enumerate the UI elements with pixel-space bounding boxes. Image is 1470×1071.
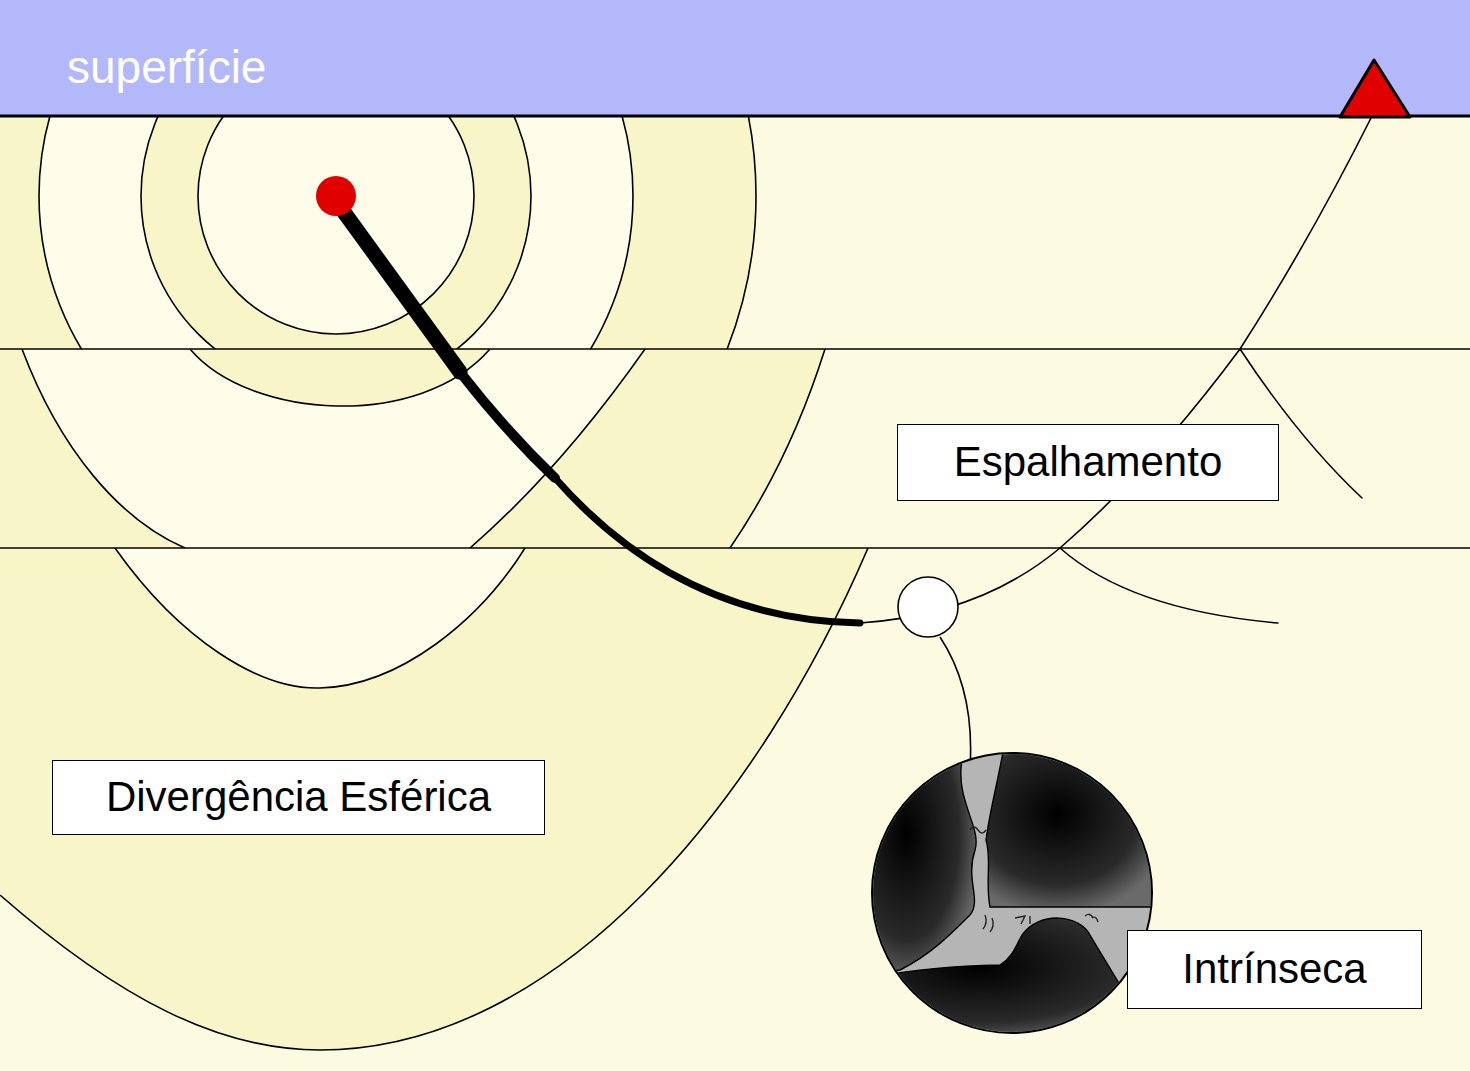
layer-boundaries	[0, 116, 1470, 548]
wavefronts-layer-3	[0, 548, 868, 1050]
wavefronts-layer-2	[0, 349, 825, 548]
zoom-spot	[898, 577, 958, 637]
box-label: Divergência Esférica	[106, 772, 491, 822]
label-box: Intrínseca	[1127, 930, 1422, 1009]
wavefronts-layer-1	[0, 116, 756, 349]
rock-microstructure	[855, 740, 1165, 1040]
surface-band: superfície	[0, 0, 1470, 116]
seismic-station	[1340, 60, 1410, 117]
surface-label: superfície	[67, 40, 266, 95]
box-label: Espalhamento	[954, 437, 1223, 487]
label-box: Espalhamento	[897, 424, 1279, 501]
zoom-leader	[940, 637, 971, 768]
label-box: Divergência Esférica	[52, 760, 545, 835]
box-label: Intrínseca	[1182, 944, 1366, 994]
surface-band	[0, 0, 1470, 116]
seismic-source	[316, 176, 356, 216]
ray-path	[341, 116, 1372, 623]
